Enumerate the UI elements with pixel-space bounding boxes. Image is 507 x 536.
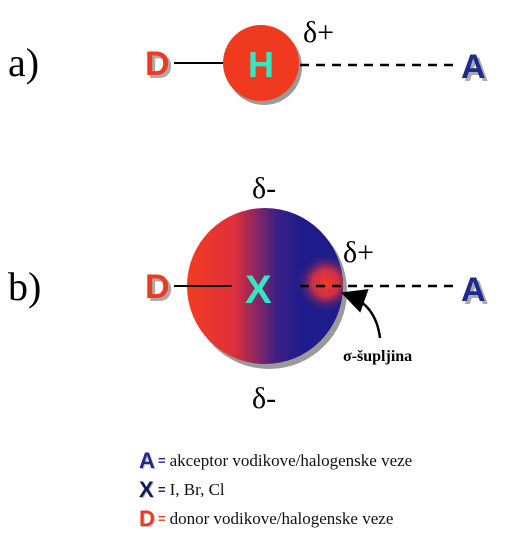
legend-symbol-acceptor: A [139,447,155,473]
legend-row-donor: D = donor vodikove/halogenske veze [139,504,499,533]
delta-minus-top: δ- [252,172,276,205]
donor-label-a: D [145,45,170,83]
legend-row-acceptor: A = akceptor vodikove/halogenske veze [139,446,499,475]
legend-symbol-donor: D [139,505,155,531]
legend-equals: = [158,511,166,526]
halogen-label: X [245,268,272,312]
acceptor-label-b: A [461,271,486,309]
panel-b-label: b) [8,264,41,309]
sigma-hole-arrow [340,289,382,339]
donor-shadow-b: D [148,271,173,309]
legend-symbol-halogen: X [139,476,154,502]
legend-equals: = [158,482,166,497]
hydrogen-label: H [248,44,274,85]
acceptor-label-a: A [461,48,486,86]
delta-plus-a: δ+ [303,16,334,49]
acceptor-shadow-b: A [464,274,489,312]
sigma-hole-label: σ-šupljina [343,348,412,365]
halogen-atom [187,208,343,364]
legend-text-acceptor: akceptor vodikove/halogenske veze [169,450,413,470]
legend-equals: = [158,453,166,468]
delta-plus-b: δ+ [343,236,374,269]
donor-label-b: D [145,268,170,306]
donor-shadow-a: D [148,48,173,86]
legend: A = akceptor vodikove/halogenske veze X … [139,446,499,533]
delta-minus-bottom: δ- [252,382,276,415]
hydrogen-atom [223,25,299,101]
panel-a-label: a) [8,40,39,85]
acceptor-shadow-a: A [464,51,489,89]
legend-text-donor: donor vodikove/halogenske veze [169,508,394,528]
legend-text-halogen: I, Br, Cl [169,479,225,499]
legend-row-halogen: X = I, Br, Cl [139,475,499,504]
